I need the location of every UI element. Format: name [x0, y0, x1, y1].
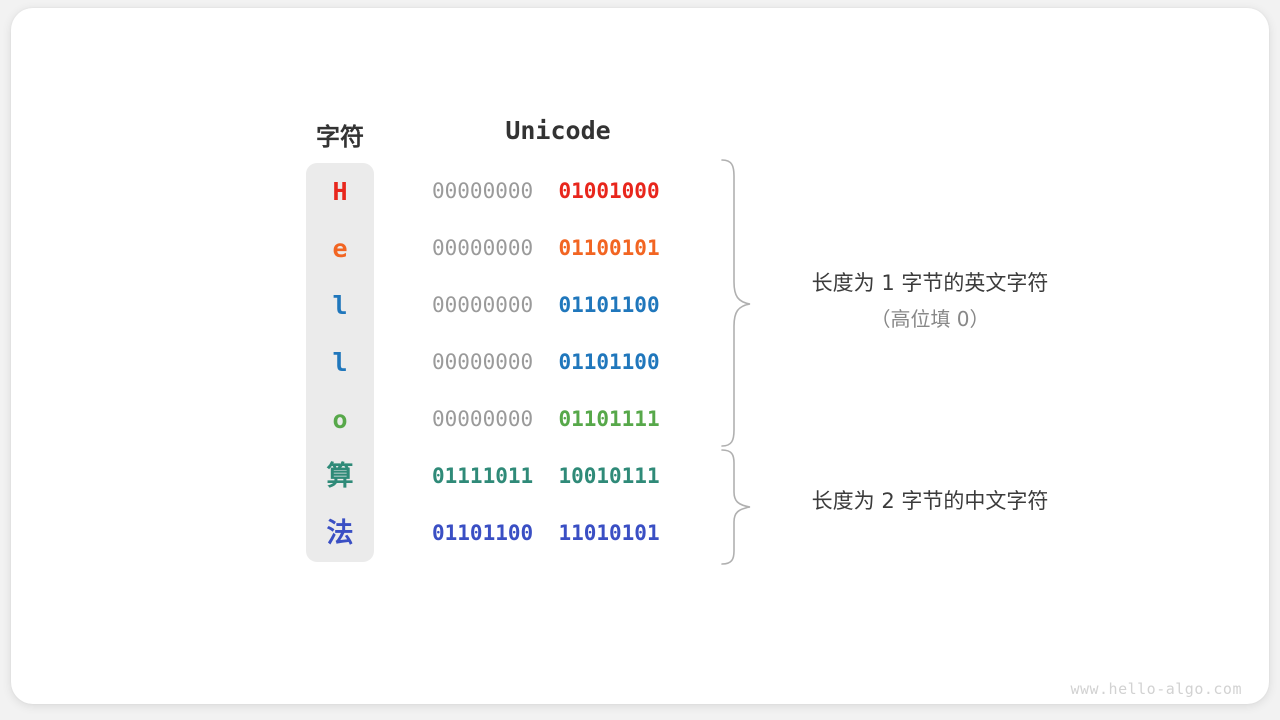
binary-high-byte: 00000000: [432, 407, 534, 431]
binary-byte-separator: [533, 521, 558, 545]
character-column-pill: [306, 163, 374, 562]
binary-low-byte: 01101111: [558, 407, 660, 431]
annotation-two-byte-main: 长度为 2 字节的中文字符: [811, 489, 1049, 513]
character-cell: 算: [326, 461, 354, 492]
character-cell: l: [332, 348, 348, 377]
annotation-one-byte-main: 长度为 1 字节的英文字符: [811, 271, 1049, 295]
binary-high-byte: 00000000: [432, 350, 534, 374]
character-cell: 法: [326, 518, 354, 549]
binary-high-byte: 00000000: [432, 236, 534, 260]
binary-low-byte: 10010111: [558, 464, 660, 488]
binary-high-byte: 00000000: [432, 179, 534, 203]
binary-low-byte: 01101100: [558, 350, 660, 374]
binary-high-byte: 01101100: [432, 521, 534, 545]
binary-low-byte: 01001000: [558, 179, 660, 203]
brace-one-byte: [721, 159, 751, 447]
annotation-two-byte: 长度为 2 字节的中文字符: [760, 483, 1100, 519]
binary-byte-separator: [533, 179, 558, 203]
column-header-character: 字符: [316, 123, 364, 151]
content-card: [11, 8, 1269, 704]
binary-row: 01101100 11010101: [432, 505, 684, 562]
binary-low-byte: 01100101: [558, 236, 660, 260]
binary-byte-separator: [533, 293, 558, 317]
annotation-one-byte-sub: （高位填 0）: [870, 307, 990, 331]
binary-high-byte: 01111011: [432, 464, 534, 488]
binary-byte-separator: [533, 350, 558, 374]
binary-row: 00000000 01101100: [432, 334, 684, 391]
binary-high-byte: 00000000: [432, 293, 534, 317]
binary-row: 00000000 01100101: [432, 220, 684, 277]
binary-low-byte: 01101100: [558, 293, 660, 317]
binary-row: 01111011 10010111: [432, 448, 684, 505]
character-cell: H: [332, 177, 348, 206]
character-cell: e: [332, 234, 348, 263]
binary-row: 00000000 01101111: [432, 391, 684, 448]
character-cell: l: [332, 291, 348, 320]
binary-row: 00000000 01101100: [432, 277, 684, 334]
character-cell: o: [332, 405, 348, 434]
binary-byte-separator: [533, 236, 558, 260]
binary-byte-separator: [533, 407, 558, 431]
site-watermark: www.hello-algo.com: [1070, 680, 1242, 698]
binary-byte-separator: [533, 464, 558, 488]
column-header-unicode: Unicode: [505, 116, 611, 145]
brace-two-byte: [721, 449, 751, 565]
annotation-one-byte: 长度为 1 字节的英文字符 （高位填 0）: [760, 265, 1100, 337]
binary-row: 00000000 01001000: [432, 163, 684, 220]
binary-low-byte: 11010101: [558, 521, 660, 545]
